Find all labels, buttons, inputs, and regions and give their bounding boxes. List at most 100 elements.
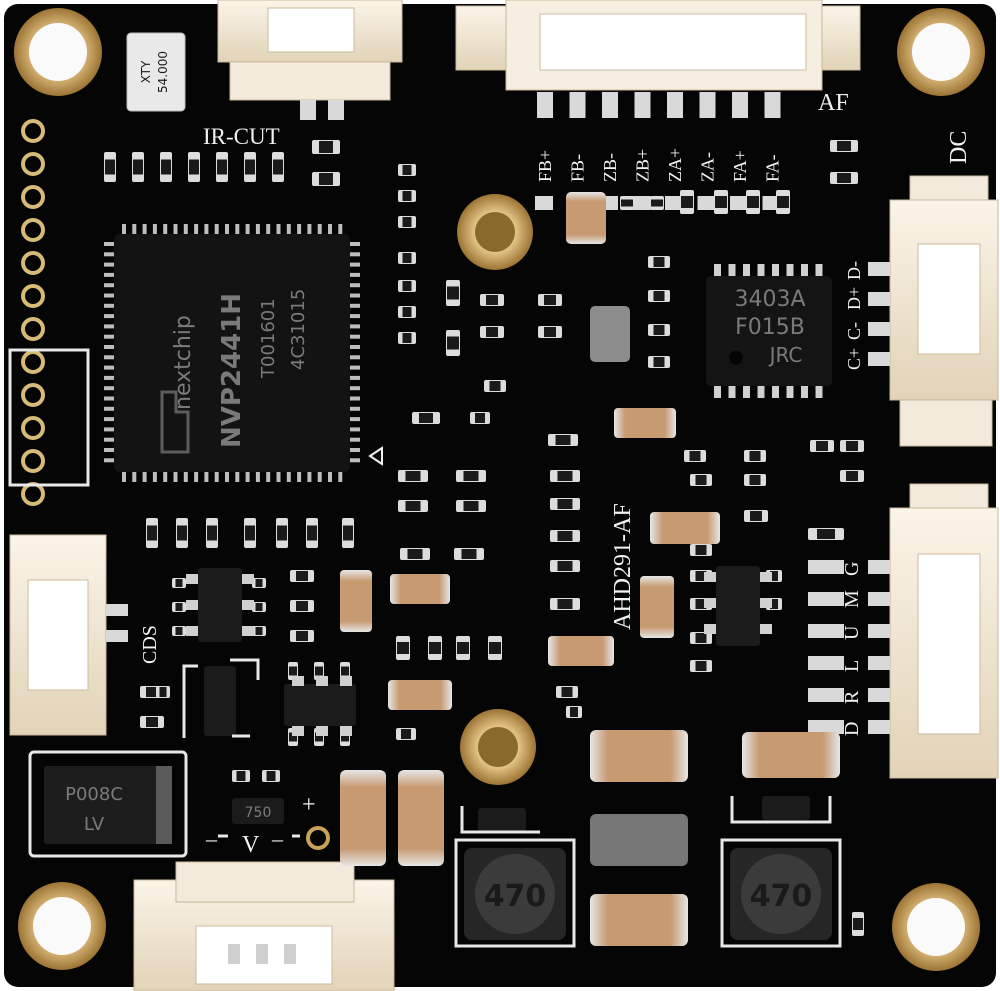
chip-pin [163, 224, 168, 236]
smd-part [290, 630, 314, 642]
chip-pin [214, 470, 219, 482]
silk-minus-right: – [271, 826, 284, 851]
mounting-hole-bottom-left [18, 882, 106, 970]
smd-part [446, 280, 460, 306]
ctrl-smd [808, 624, 844, 638]
chip-pin [348, 386, 360, 391]
smd-part [550, 598, 580, 610]
header-pad [21, 317, 45, 341]
chip-pin [173, 470, 178, 482]
chip-pin [348, 334, 360, 339]
chip-pin [348, 293, 360, 298]
chip-pin [163, 470, 168, 482]
smd-part [262, 770, 280, 782]
smd-part [412, 412, 440, 424]
smd-part [550, 470, 580, 482]
smd-part [252, 626, 266, 636]
driver-pin [757, 384, 765, 398]
driver-line1: 3403A [734, 287, 805, 312]
chip-pin [286, 224, 291, 236]
gold-pad-center-bottom [460, 709, 536, 785]
dc-pin [868, 292, 890, 306]
chip-pin [225, 470, 229, 482]
smd-part [172, 578, 186, 588]
cap-med-1 [566, 192, 606, 244]
smd-part [400, 548, 430, 560]
sot-leg [760, 598, 772, 608]
smd-part [290, 600, 314, 612]
dc-pin [868, 262, 890, 276]
header-pad [21, 185, 45, 209]
smd-part [172, 602, 186, 612]
driver-pin [728, 264, 736, 278]
af-pad [697, 196, 716, 210]
chip-pin [104, 272, 116, 277]
dc-pin-labels: D-D+C-C+ [844, 261, 864, 370]
chip-pin [307, 224, 312, 236]
chip-pin [348, 458, 360, 463]
chip-pin [225, 224, 229, 236]
chip-pin [132, 470, 137, 482]
smd-part [550, 560, 580, 572]
chip-pin [348, 303, 360, 308]
chip-pin [348, 283, 360, 288]
right-connector-pins [808, 262, 890, 734]
chip-pin [266, 470, 271, 482]
sot-leg [340, 726, 352, 736]
dc-pin [868, 322, 890, 336]
header-pad [21, 119, 45, 143]
sot-leg [704, 624, 716, 634]
driver-pin [743, 384, 750, 398]
chip-pin [348, 417, 360, 422]
cap-grey [590, 814, 688, 866]
chip-pin [104, 355, 116, 360]
smd-part [840, 440, 864, 452]
ctrl-pin-label-0: G [841, 562, 863, 576]
ctrl-pin [868, 656, 890, 670]
regulator: 750 [232, 798, 284, 824]
header-pad [21, 449, 45, 473]
smd-part [252, 578, 266, 588]
chip-pin [104, 365, 116, 370]
chip-pin [328, 224, 332, 236]
chip-pin [104, 448, 116, 452]
chip-line2: 4C31015 [288, 289, 309, 370]
chip-pin [317, 224, 322, 236]
smd-part [830, 140, 858, 152]
mounting-hole-top-right [897, 8, 985, 96]
driver-pin [801, 264, 808, 278]
chip-pin [348, 448, 360, 452]
ctrl-pin [868, 688, 890, 702]
smd-part [454, 548, 484, 560]
chip-pin [104, 242, 116, 246]
header-pad [21, 152, 45, 176]
chip-pin [104, 427, 116, 432]
dc-pin-label-1: D+ [844, 287, 864, 310]
chip-pin [245, 470, 250, 482]
sot-leg [316, 726, 328, 736]
chip-pin [104, 375, 116, 380]
smd-part [648, 356, 670, 368]
chip-pin [104, 324, 116, 329]
smd-part [398, 332, 416, 344]
smd-part [396, 728, 416, 740]
ctrl-smd [808, 592, 844, 606]
driver-pin [728, 384, 736, 398]
power-pin-1 [228, 944, 240, 964]
chip-pin [183, 470, 188, 482]
test-point-ring [306, 826, 330, 850]
smd-part [146, 518, 158, 548]
smd-part [840, 470, 864, 482]
chip-pin [152, 470, 157, 482]
dc-pin-label-0: D- [844, 261, 864, 280]
chip-pin [297, 470, 302, 482]
af-pin-labels: FB+FB-ZB-ZB+ZA+ZA-FA+FA- [535, 148, 783, 182]
chip-pin [132, 224, 137, 236]
smd-part [288, 662, 298, 680]
crystal-oscillator: XTY 54.000 [126, 32, 186, 112]
smd-part [538, 326, 562, 338]
ctrl-smd [808, 688, 844, 702]
header-pad [21, 251, 45, 275]
ctrl-pin [868, 592, 890, 606]
